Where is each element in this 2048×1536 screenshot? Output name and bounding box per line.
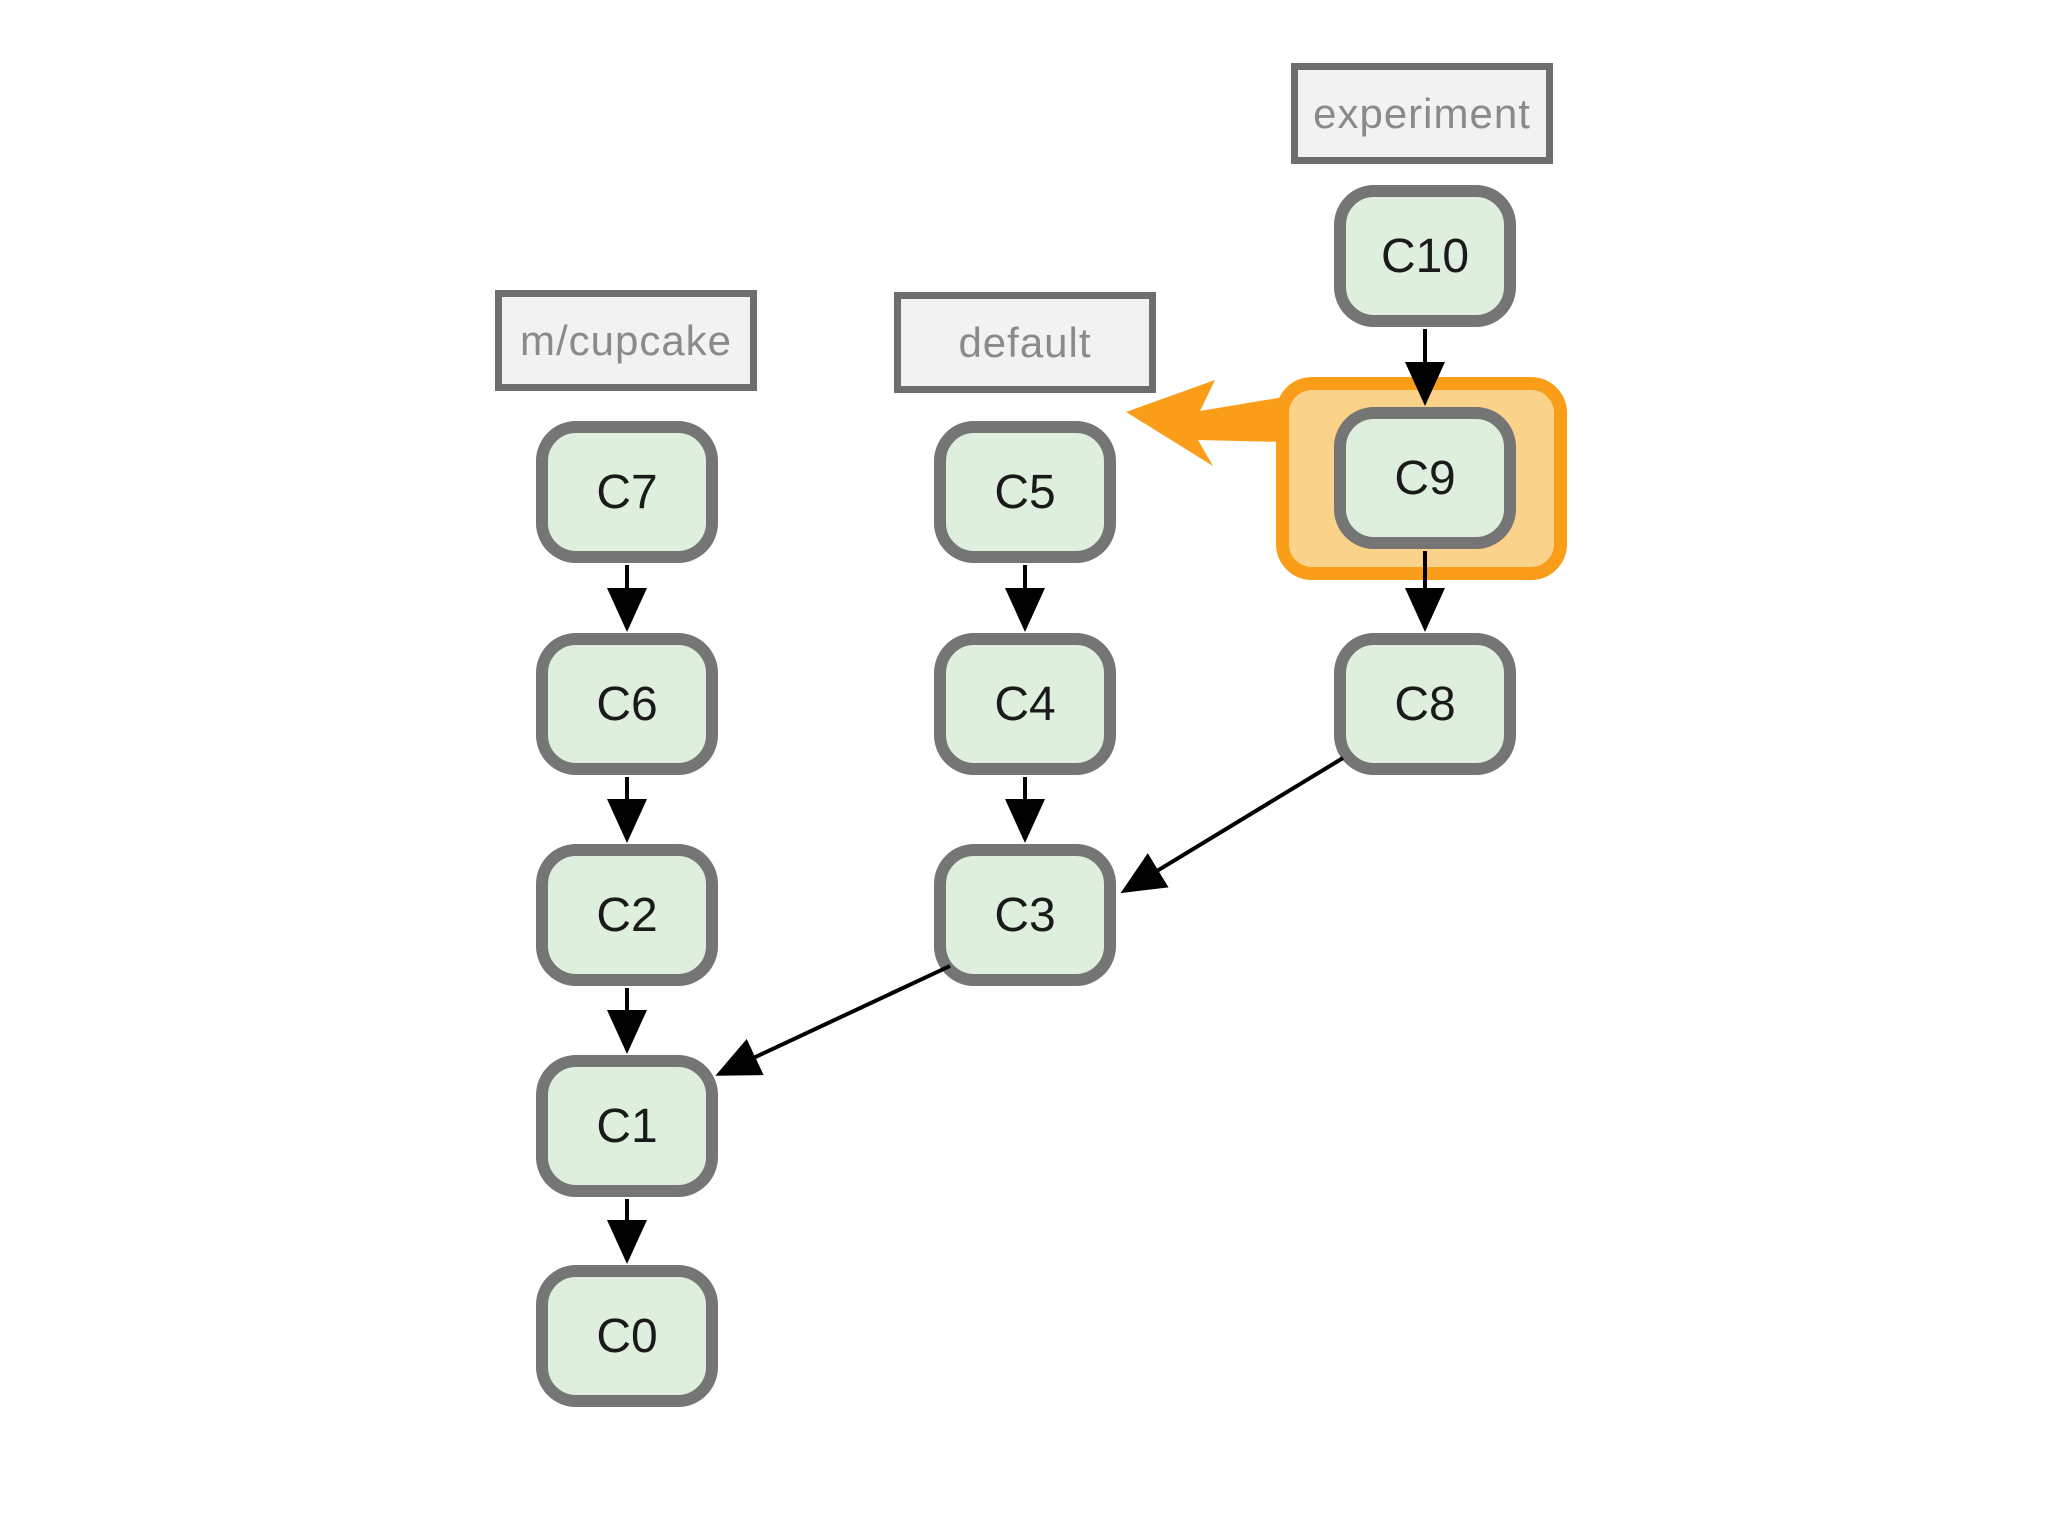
commit-label: C6 <box>596 677 658 731</box>
branch-label-text: m/cupcake <box>519 316 733 364</box>
commit-node-c0: C0 <box>536 1265 718 1407</box>
commit-label: C10 <box>1380 229 1470 283</box>
commit-label: C8 <box>1394 677 1456 731</box>
commit-node-c7: C7 <box>536 421 718 563</box>
commit-node-c6: C6 <box>536 633 718 775</box>
commit-node-c5: C5 <box>934 421 1116 563</box>
commit-label: C4 <box>994 677 1056 731</box>
commit-label: C5 <box>994 465 1056 519</box>
commit-node-c1: C1 <box>536 1055 718 1197</box>
commit-node-c8: C8 <box>1334 633 1516 775</box>
commit-node-c9: C9 <box>1334 407 1516 549</box>
commit-label: C9 <box>1394 451 1456 505</box>
branch-label-text: default <box>958 318 1092 366</box>
commit-label: C1 <box>596 1099 658 1153</box>
branch-label-default: default <box>894 292 1156 393</box>
commit-label: C3 <box>994 888 1056 942</box>
commit-node-c2: C2 <box>536 844 718 986</box>
commit-label: C0 <box>596 1309 658 1363</box>
commit-label: C7 <box>596 465 658 519</box>
edge-c8-c3 <box>1120 756 1345 894</box>
commit-node-c4: C4 <box>934 633 1116 775</box>
edge-c3-c1 <box>715 964 951 1076</box>
commit-node-c10: C10 <box>1334 185 1516 327</box>
commit-node-c3: C3 <box>934 844 1116 986</box>
commit-label: C2 <box>596 888 658 942</box>
branch-label-text: experiment <box>1313 89 1531 137</box>
branch-label-m-cupcake: m/cupcake <box>495 290 757 391</box>
branch-label-experiment: experiment <box>1291 63 1553 164</box>
